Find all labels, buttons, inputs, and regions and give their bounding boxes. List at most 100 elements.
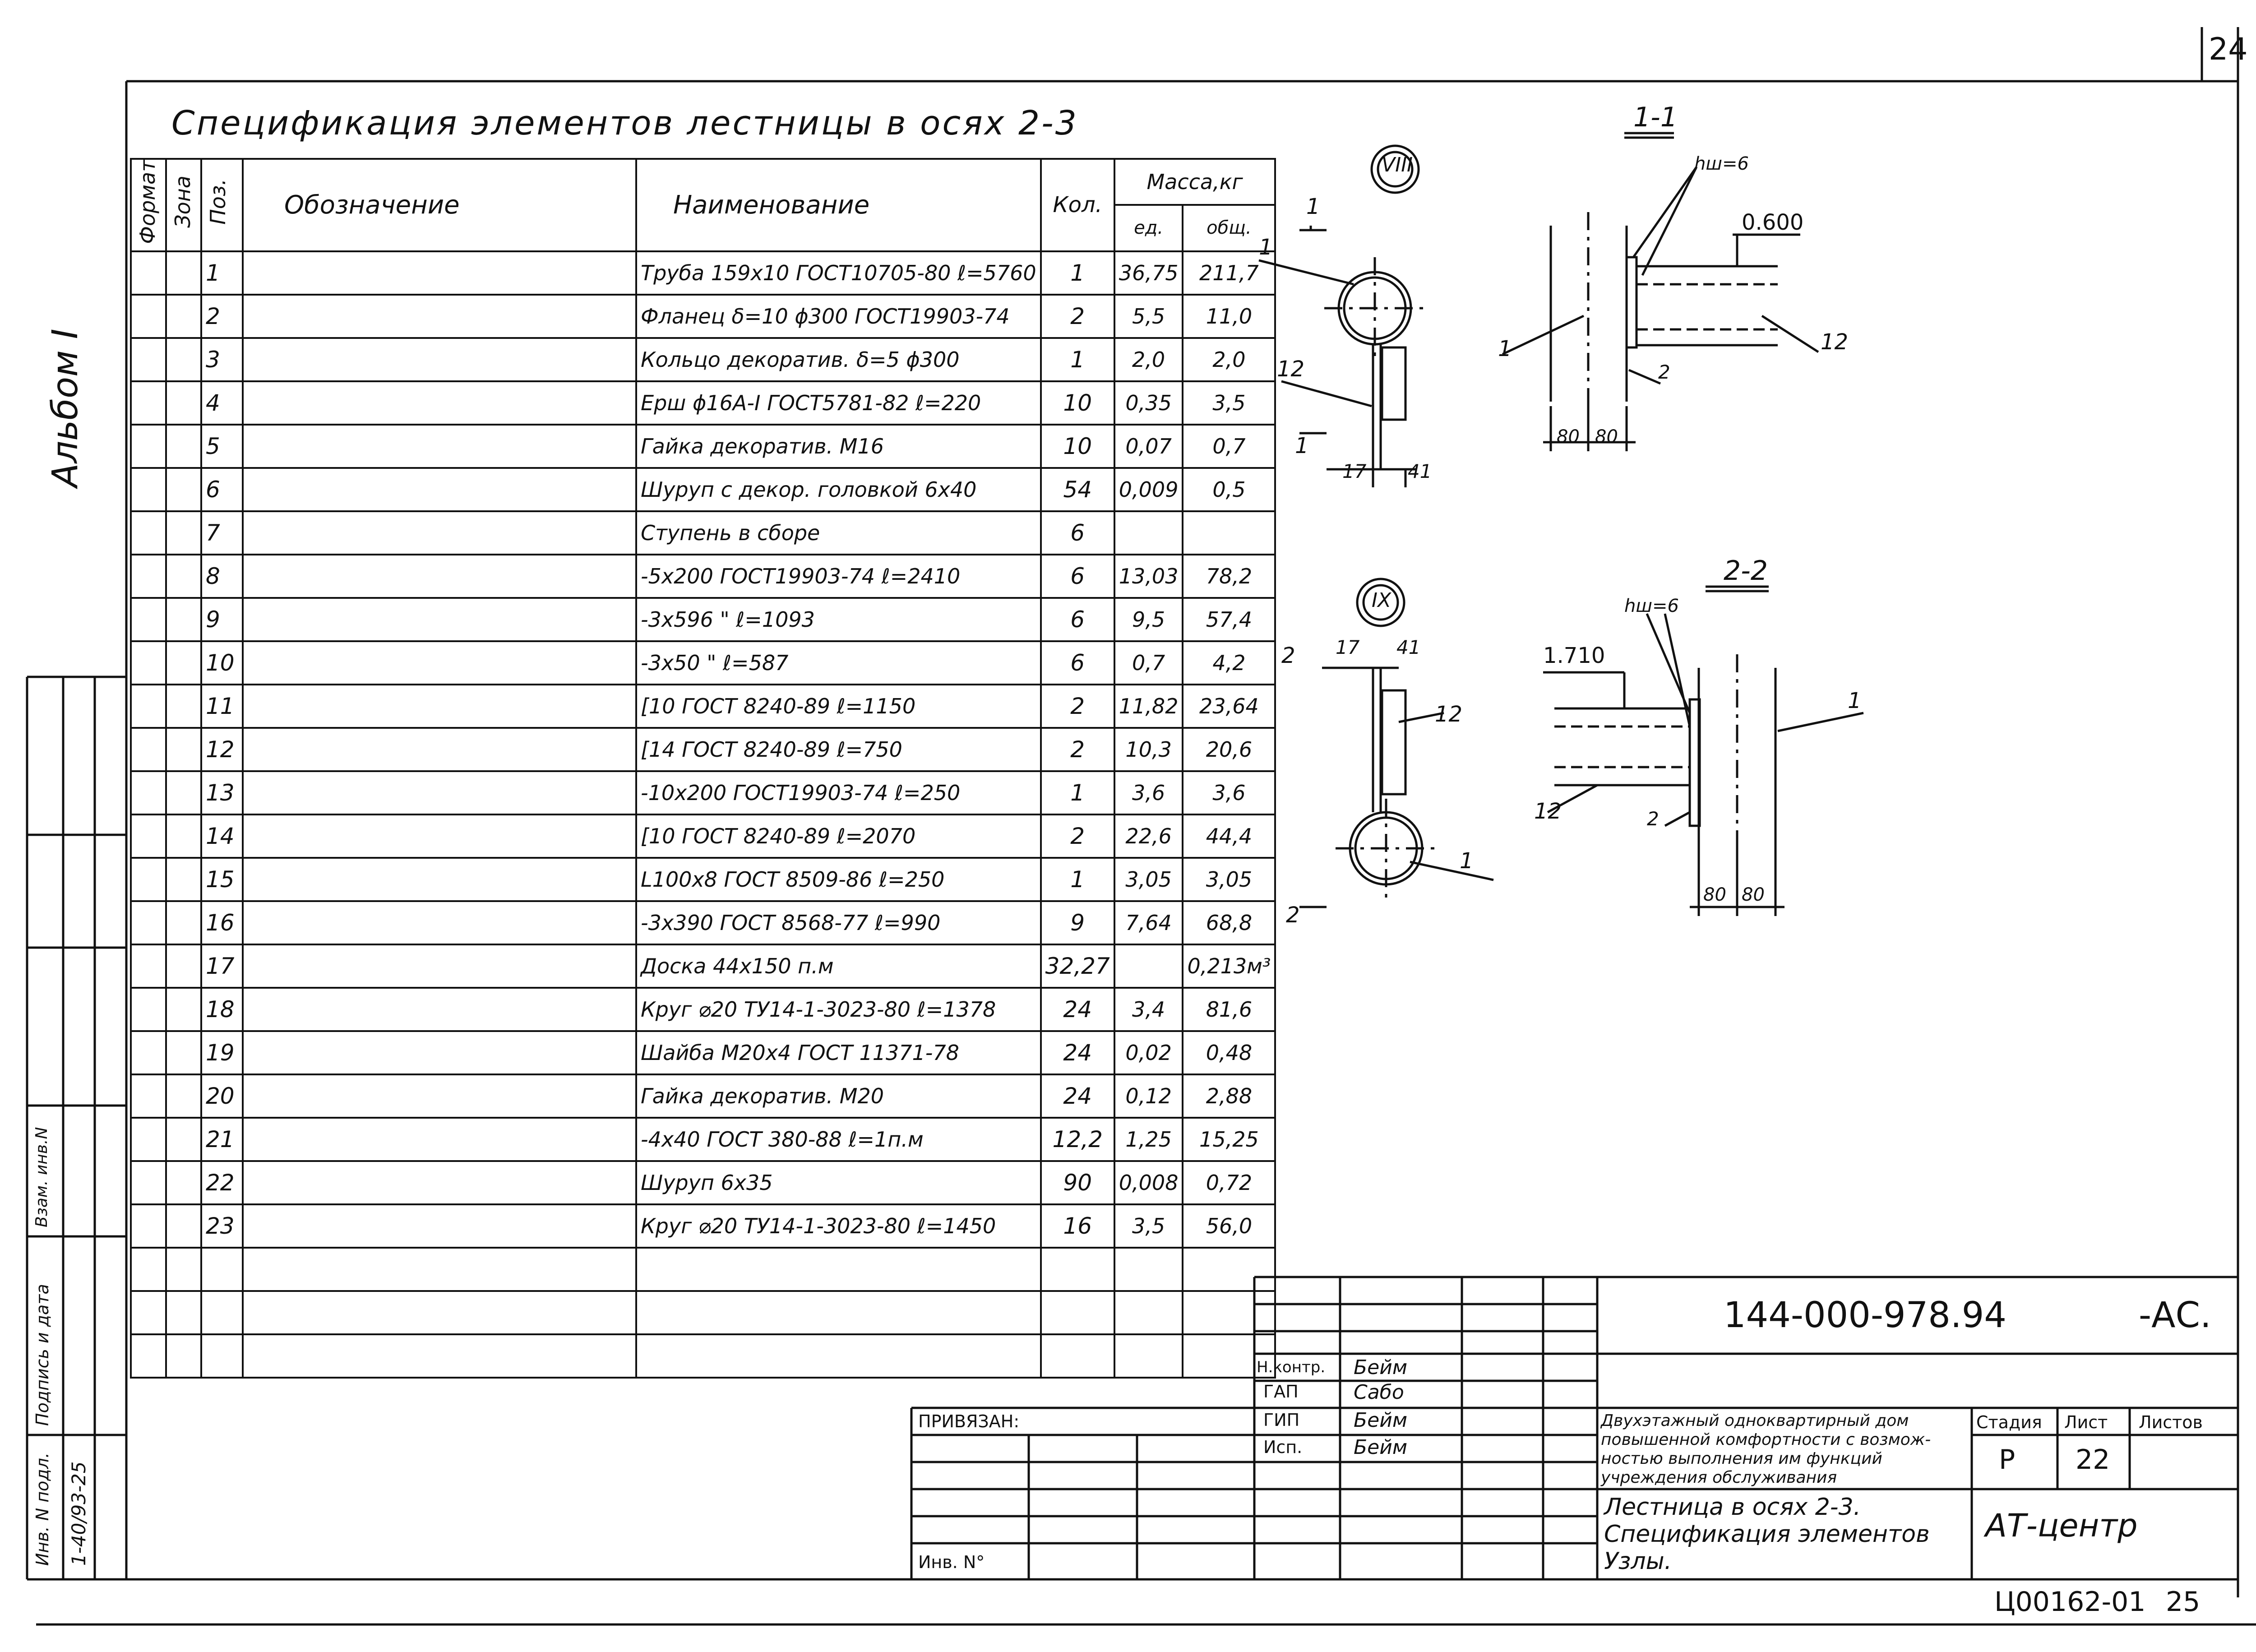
spec-cell-designation: [242, 1333, 637, 1379]
spec-cell-mass-total: 11,0: [1182, 293, 1276, 339]
spec-cell-mass-unit: 0,7: [1113, 640, 1184, 685]
spec-title: Спецификация элементов лестницы в осях 2…: [171, 104, 1078, 143]
spec-cell-pos: 10: [200, 640, 244, 685]
sect11-label-12: 12: [1821, 329, 1849, 355]
spec-cell-format: [130, 1160, 167, 1205]
spec-cell-designation: [242, 900, 637, 945]
footer-page: 25: [2166, 1586, 2201, 1618]
sect11-weld-label: hш=6: [1694, 153, 1749, 174]
spec-cell-qty: 10: [1040, 380, 1115, 426]
spec-cell-mass-total: 2,88: [1182, 1073, 1276, 1119]
spec-cell-zone: [165, 467, 202, 512]
spec-cell-name: [10 ГОСТ 8240-89 ℓ=2070: [635, 813, 1042, 859]
spec-cell-qty: 6: [1040, 553, 1115, 599]
spec-cell-zone: [165, 423, 202, 469]
node9-label-12: 12: [1435, 702, 1463, 727]
spec-cell-qty: 1: [1040, 856, 1115, 902]
sect22-label-1: 1: [1848, 688, 1862, 713]
tb-sheet: 22: [2076, 1444, 2110, 1476]
spec-cell-format: [130, 813, 167, 859]
spec-cell-designation: [242, 986, 637, 1032]
spec-cell-pos: [200, 1246, 244, 1292]
spec-cell-zone: [165, 986, 202, 1032]
spec-cell-designation: [242, 1290, 637, 1335]
spec-cell-mass-total: 0,48: [1182, 1030, 1276, 1075]
spec-cell-format: [130, 467, 167, 512]
spec-cell-mass-unit: 36,75: [1113, 250, 1184, 296]
header-pos: Поз.: [206, 179, 230, 225]
spec-cell-format: [130, 683, 167, 729]
node9-dim-41: 41: [1396, 636, 1421, 658]
spec-cell-mass-total: [1182, 1246, 1276, 1292]
spec-cell-pos: [200, 1290, 244, 1335]
node8-section-mark-top: 1: [1306, 194, 1320, 219]
spec-cell-designation: [242, 640, 637, 685]
tb-suffix: -АС.: [2139, 1295, 2211, 1336]
sect11-elevation: 0.600: [1742, 210, 1804, 235]
tb-privyazan: ПРИВЯЗАН:: [918, 1411, 1020, 1431]
spec-cell-pos: 2: [200, 293, 244, 339]
spec-cell-mass-unit: 2,0: [1113, 337, 1184, 382]
spec-cell-designation: [242, 1030, 637, 1075]
spec-cell-zone: [165, 727, 202, 772]
spec-cell-pos: 18: [200, 986, 244, 1032]
spec-cell-zone: [165, 683, 202, 729]
side-vzam: Взам. инв.N: [32, 1127, 51, 1227]
spec-cell-mass-total: 57,4: [1182, 597, 1276, 642]
header-zone: Зона: [171, 176, 195, 228]
side-inv-podl: Инв. N подл.: [32, 1452, 52, 1566]
spec-cell-qty: 6: [1040, 640, 1115, 685]
spec-cell-mass-total: [1182, 1333, 1276, 1379]
spec-header-row-2: ед. общ.: [131, 204, 1276, 252]
spec-cell-pos: 20: [200, 1073, 244, 1119]
spec-cell-mass-total: 20,6: [1182, 727, 1276, 772]
tb-stage: Р: [1999, 1444, 2016, 1476]
spec-cell-qty: 1: [1040, 770, 1115, 815]
spec-cell-pos: 5: [200, 423, 244, 469]
spec-cell-pos: 7: [200, 510, 244, 555]
sect22-elevation: 1.710: [1543, 643, 1605, 668]
spec-cell-mass-total: 56,0: [1182, 1203, 1276, 1249]
spec-cell-qty: 24: [1040, 986, 1115, 1032]
spec-cell-mass-total: 211,7: [1182, 250, 1276, 296]
spec-cell-mass-total: 4,2: [1182, 640, 1276, 685]
sect22-weld-label: hш=6: [1624, 596, 1679, 616]
spec-cell-mass-total: 23,64: [1182, 683, 1276, 729]
spec-cell-pos: 19: [200, 1030, 244, 1075]
spec-cell-mass-total: 3,6: [1182, 770, 1276, 815]
spec-cell-designation: [242, 337, 637, 382]
spec-cell-mass-total: [1182, 510, 1276, 555]
sect11-dim-80b: 80: [1595, 426, 1618, 447]
spec-cell-pos: 21: [200, 1116, 244, 1162]
spec-cell-format: [130, 1290, 167, 1335]
spec-cell-name: Круг ⌀20 ТУ14-1-3023-80 ℓ=1378: [635, 986, 1042, 1032]
spec-row: [130, 1333, 1276, 1379]
node8-dim-41: 41: [1408, 460, 1432, 482]
spec-cell-mass-unit: 0,35: [1113, 380, 1184, 426]
spec-cell-qty: 2: [1040, 293, 1115, 339]
spec-cell-format: [130, 423, 167, 469]
spec-cell-mass-total: 0,7: [1182, 423, 1276, 469]
spec-cell-name: Шуруп с декор. головкой 6х40: [635, 467, 1042, 512]
spec-cell-pos: 15: [200, 856, 244, 902]
spec-cell-qty: 2: [1040, 683, 1115, 729]
spec-cell-mass-total: [1182, 1290, 1276, 1335]
spec-cell-zone: [165, 250, 202, 296]
spec-cell-qty: 12,2: [1040, 1116, 1115, 1162]
header-mass-unit: ед.: [1113, 204, 1184, 252]
spec-cell-pos: 12: [200, 727, 244, 772]
spec-cell-pos: 11: [200, 683, 244, 729]
tb-name-2: Бейм: [1354, 1409, 1408, 1432]
header-mass-total: общ.: [1182, 204, 1276, 252]
spec-cell-mass-unit: 7,64: [1113, 900, 1184, 945]
tb-drawing-line-2: Узлы.: [1604, 1548, 1672, 1575]
node8-section-mark-bottom: 1: [1295, 433, 1309, 458]
spec-cell-mass-unit: 0,12: [1113, 1073, 1184, 1119]
spec-cell-qty: 24: [1040, 1030, 1115, 1075]
spec-cell-name: Кольцо декоратив. δ=5 ϕ300: [635, 337, 1042, 382]
